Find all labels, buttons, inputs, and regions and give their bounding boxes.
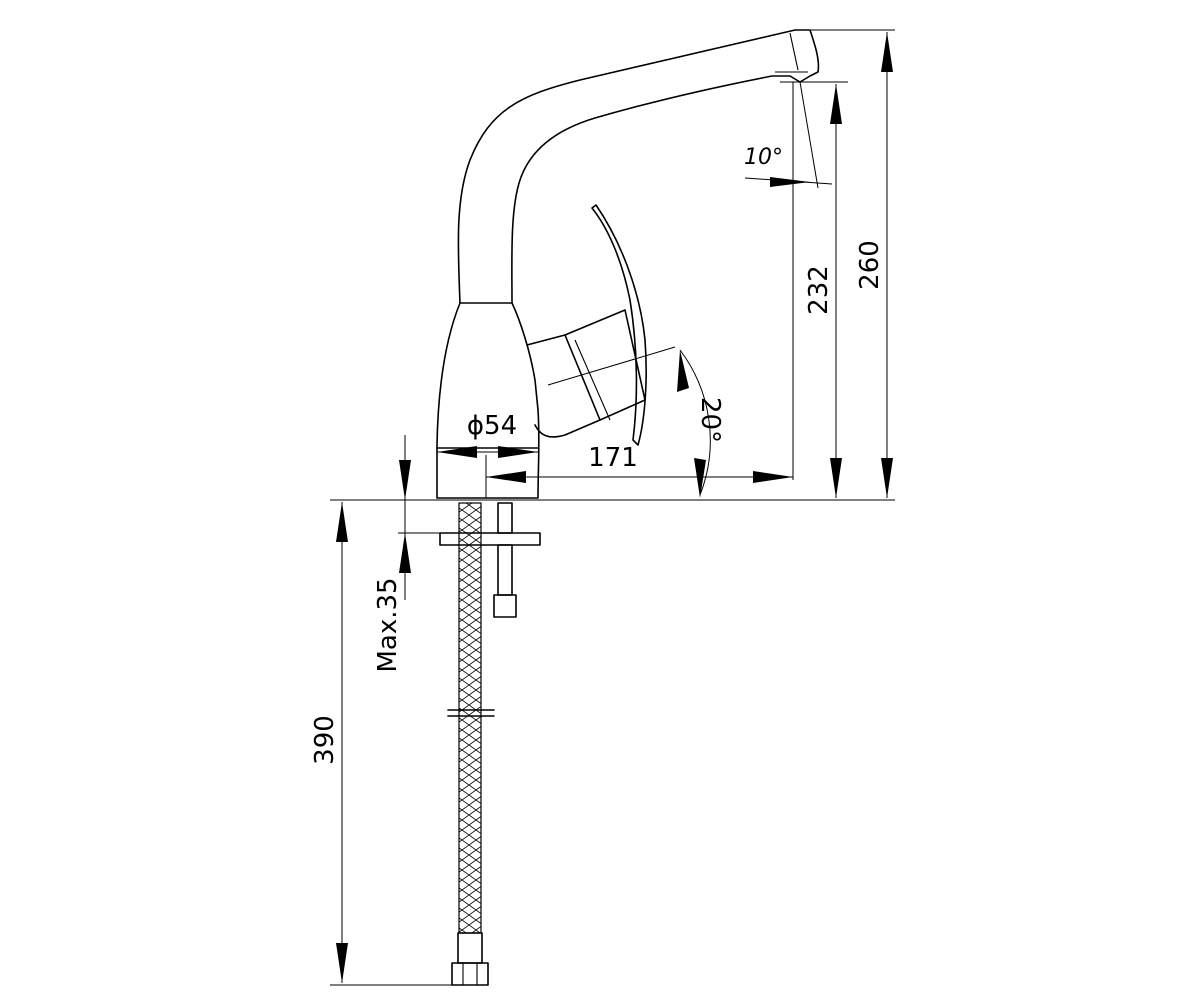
dim-171-label: 171	[588, 443, 638, 473]
faucet-spout	[457, 29, 820, 304]
dim-54-label: ϕ54	[467, 411, 517, 441]
dim-232-label: 232	[804, 265, 834, 315]
threaded-rod-lower	[497, 544, 513, 596]
lever-cartridge	[526, 334, 601, 438]
hose-fitting	[457, 932, 483, 964]
dim-10-label: 10°	[744, 145, 783, 170]
spout-tip-detail	[775, 32, 808, 83]
lever-cartridge-cap	[564, 309, 646, 421]
dimension-171: 171	[485, 443, 793, 498]
dim-20-label: 20°	[695, 397, 725, 443]
mounting-assembly	[439, 502, 541, 986]
dim-390-label: 390	[310, 715, 340, 765]
dimension-diameter-54: ϕ54	[437, 411, 538, 458]
dimension-390: 390	[310, 502, 348, 983]
faucet-outline	[436, 29, 820, 499]
flexible-hose	[458, 502, 482, 934]
dimension-20-deg: 20°	[677, 349, 725, 498]
dimension-232: 232	[804, 84, 842, 498]
dim-260-label: 260	[855, 240, 885, 290]
lever-handle	[591, 204, 647, 446]
dimension-10-deg: 10°	[744, 81, 833, 189]
dimension-260: 260	[855, 32, 893, 498]
mounting-plate	[439, 532, 541, 546]
cartridge-line	[574, 339, 611, 421]
rod-nut	[493, 594, 517, 618]
dim-max35-label: Max.35	[373, 577, 403, 672]
dimension-max-35: Max.35	[373, 435, 411, 673]
hose-end-nut	[451, 962, 489, 986]
faucet-base-body	[436, 302, 540, 499]
lever-axis-line	[547, 346, 676, 386]
threaded-rod	[497, 502, 513, 534]
